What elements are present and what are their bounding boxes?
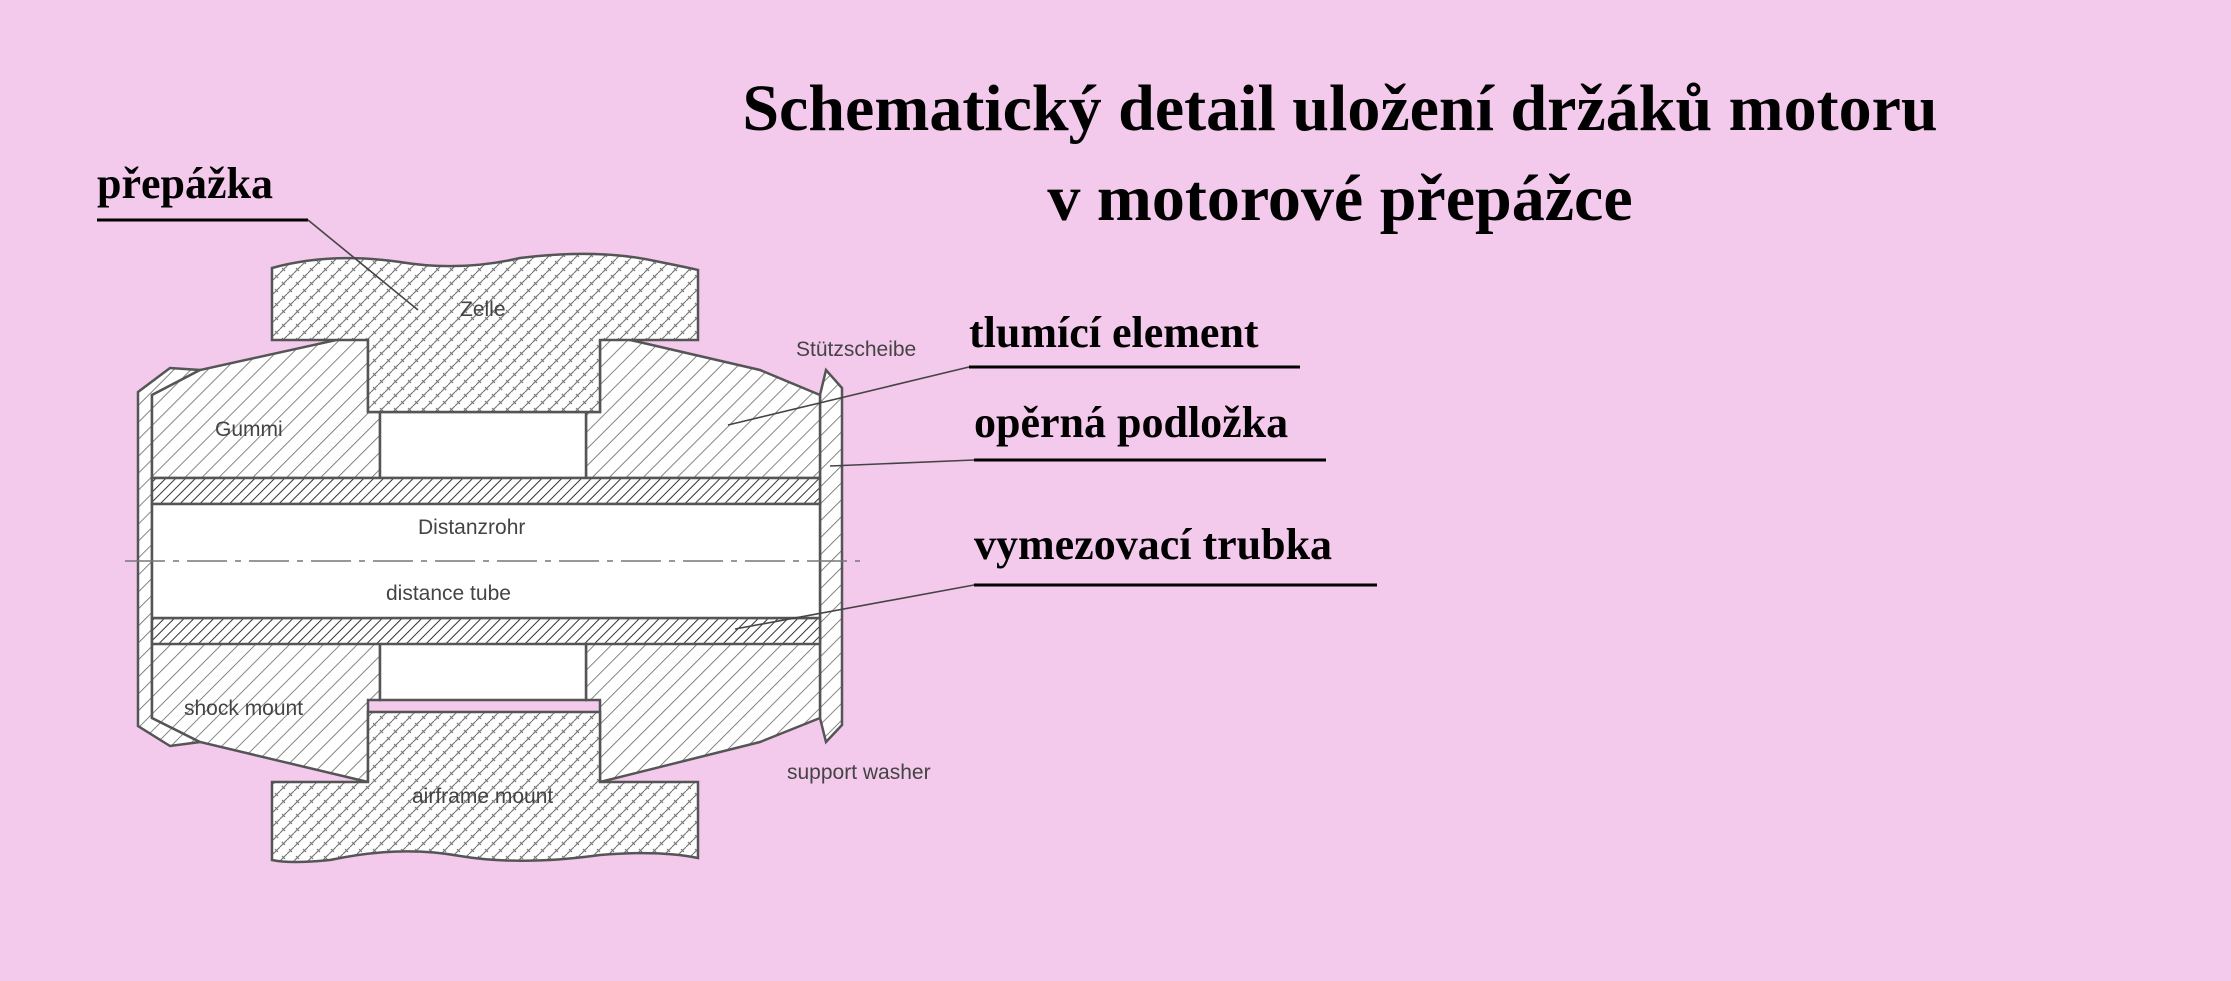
- inner-gap-upper: [378, 410, 588, 480]
- label-distance-tube: vymezovací trubka: [974, 520, 1333, 569]
- label-distanzrohr: Distanzrohr: [418, 516, 525, 539]
- cross-section: [125, 252, 860, 864]
- tube-wall-upper: [150, 476, 822, 506]
- rubber-upper-right: [584, 331, 822, 480]
- airframe-upper: [270, 252, 700, 414]
- slide-title-line-2: v motorové přepážce: [1047, 162, 1633, 235]
- label-zelle: Zelle: [460, 298, 506, 321]
- label-shock-mount: shock mount: [184, 697, 303, 720]
- label-support-washer-en: support washer: [787, 761, 931, 784]
- leader-firewall: [307, 219, 419, 311]
- leader-support-washer: [829, 459, 975, 467]
- leader-damping-element: [727, 366, 970, 426]
- leader-distance-tube: [734, 584, 975, 630]
- label-airframe-mount: airframe mount: [412, 785, 553, 808]
- label-gummi: Gummi: [215, 418, 283, 441]
- tube-wall-lower: [150, 616, 822, 646]
- support-washer-right: [818, 367, 844, 745]
- label-firewall: přepážka: [97, 159, 273, 208]
- label-support-washer: opěrná podložka: [974, 398, 1289, 447]
- rubber-upper-left: [150, 331, 382, 480]
- label-damping-element: tlumící element: [969, 308, 1259, 357]
- airframe-lower: [270, 710, 700, 864]
- rubber-lower-right: [584, 620, 822, 784]
- label-stuetzscheibe: Stützscheibe: [796, 338, 916, 361]
- slide-title-line-1: Schematický detail uložení držáků motoru: [742, 72, 1938, 145]
- label-distance-tube-en: distance tube: [386, 582, 511, 605]
